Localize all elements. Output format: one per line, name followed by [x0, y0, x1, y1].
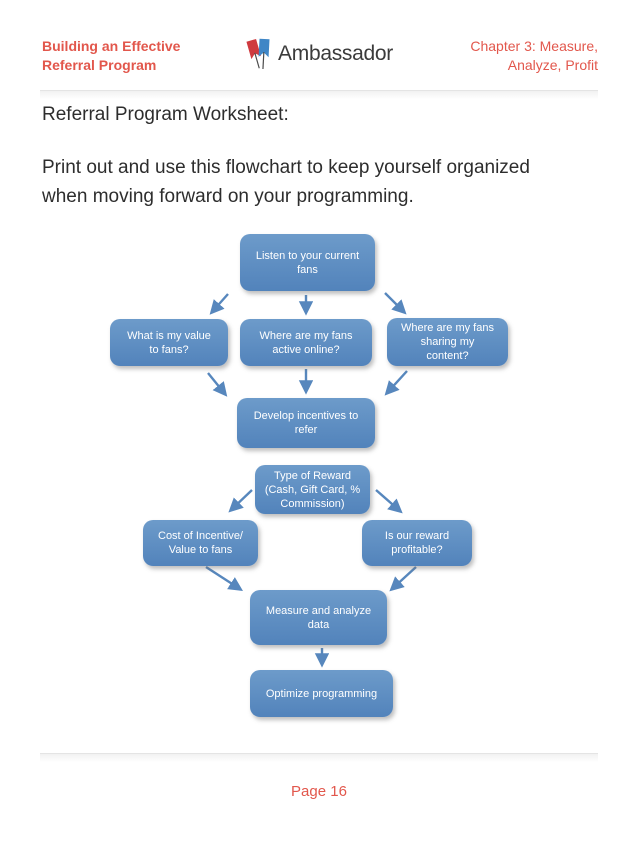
footer-divider-shadow [40, 754, 598, 762]
flags-icon [245, 38, 273, 70]
footer-divider [40, 753, 598, 754]
page-title: Referral Program Worksheet: [42, 104, 289, 125]
flow-node-develop-incentives: Develop incentives to refer [237, 398, 375, 448]
logo-wordmark: Ambassador [278, 42, 393, 65]
flow-node-type-of-reward: Type of Reward (Cash, Gift Card, % Commi… [255, 465, 370, 514]
intro-paragraph: Print out and use this flowchart to keep… [42, 157, 530, 207]
flow-node-cost-of-incentive: Cost of Incentive/ Value to fans [143, 520, 258, 566]
flow-node-fans-active-online: Where are my fans active online? [240, 319, 372, 366]
flow-node-listen-to-fans: Listen to your current fans [240, 234, 375, 291]
flow-node-fans-sharing: Where are my fans sharing my content? [387, 318, 508, 366]
ambassador-logo: Ambassador [0, 36, 638, 72]
flow-node-optimize-programming: Optimize programming [250, 670, 393, 717]
flow-node-my-value: What is my value to fans? [110, 319, 228, 366]
header-divider [40, 90, 598, 91]
page-number: Page 16 [291, 783, 347, 800]
flow-node-reward-profitable: Is our reward profitable? [362, 520, 472, 566]
flow-node-measure-analyze: Measure and analyze data [250, 590, 387, 645]
header-right-title: Chapter 3: Measure, Analyze, Profit [470, 38, 598, 73]
header-divider-shadow [40, 91, 598, 99]
header-left-title: Building an Effective Referral Program [42, 38, 181, 73]
